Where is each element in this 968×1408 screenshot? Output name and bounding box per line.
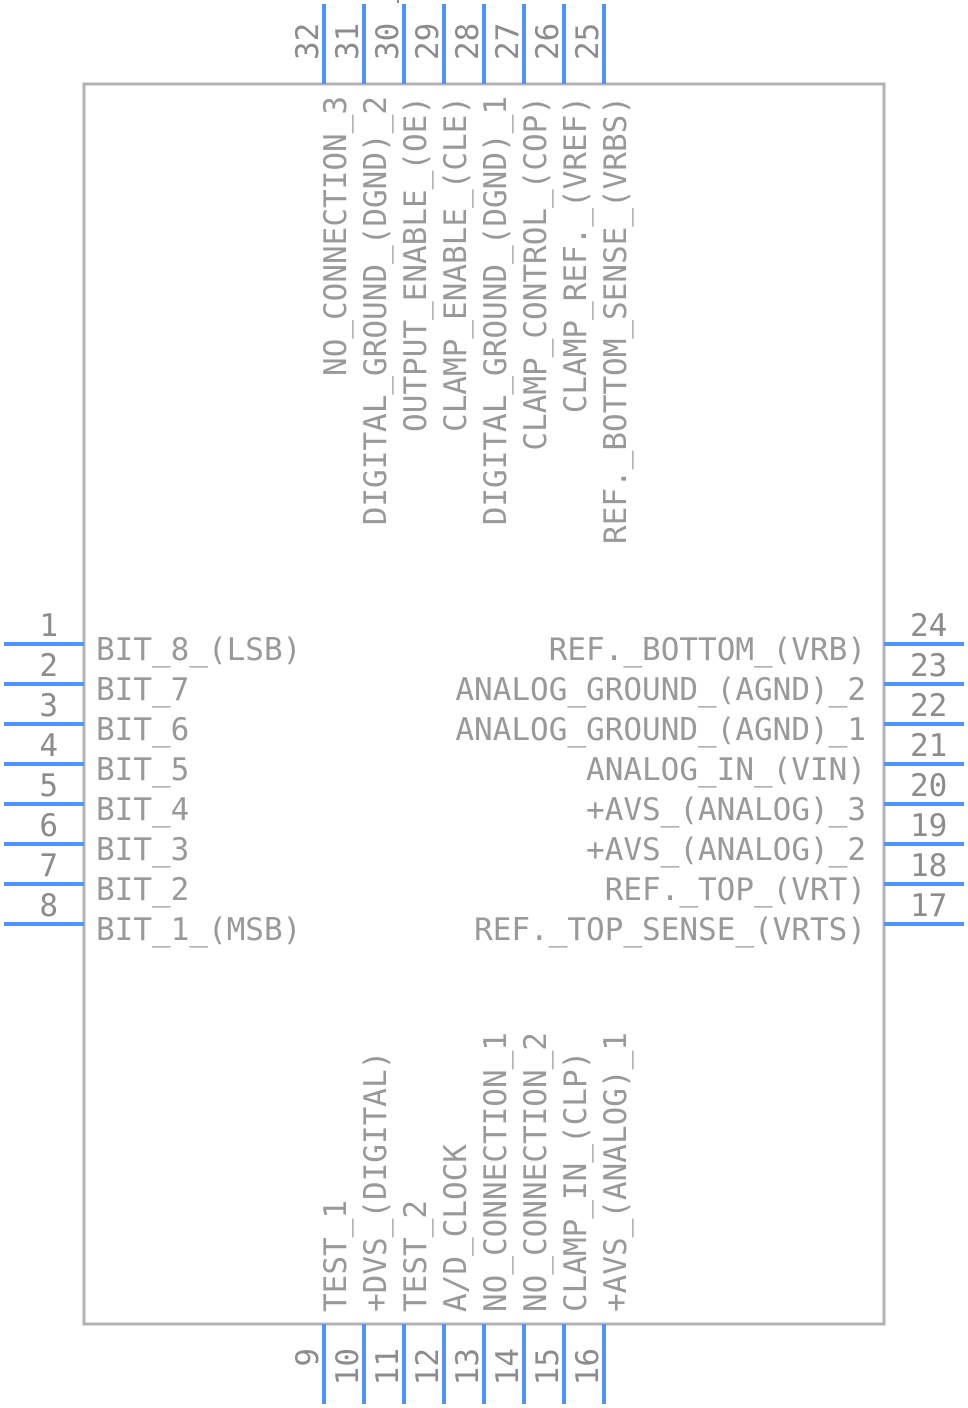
pin-name-label: +DVS_(DIGITAL) bbox=[358, 1051, 394, 1312]
pin-name-label: BIT_7 bbox=[96, 672, 189, 708]
pin-number: 22 bbox=[910, 688, 947, 724]
pin-name-label: +AVS_(ANALOG)_3 bbox=[586, 792, 866, 828]
pin-name-label: REF._BOTTOM_(VRB) bbox=[549, 632, 866, 668]
pin-name-label: CLAMP_ENABLE_(CLE) bbox=[438, 96, 474, 432]
pin-number: 10 bbox=[330, 1348, 366, 1385]
pin-number: 24 bbox=[910, 608, 947, 644]
pin-name-label: BIT_2 bbox=[96, 872, 189, 908]
pin-number: 20 bbox=[910, 768, 947, 804]
pin-number: 17 bbox=[910, 888, 947, 924]
pin-number: 21 bbox=[910, 728, 947, 764]
pin-name-label: REF._TOP_SENSE_(VRTS) bbox=[474, 912, 866, 948]
pin-number: 11 bbox=[370, 1348, 406, 1385]
bottom-pin-group: 9 TEST_1 10 +DVS_(DIGITAL) 11 TEST_2 12 A/D_CLO… bbox=[290, 1032, 634, 1404]
pin-number: 5 bbox=[39, 768, 58, 804]
pin-name-label: OUTPUT_ENABLE_(OE) bbox=[398, 96, 434, 432]
pin-number: 30 bbox=[370, 23, 406, 60]
pin-number: 6 bbox=[39, 808, 58, 844]
pin-name-label: BIT_3 bbox=[96, 832, 189, 868]
pin-name-label: BIT_8_(LSB) bbox=[96, 632, 301, 668]
pin-name-label: NO_CONNECTION_1 bbox=[478, 1032, 514, 1312]
pin-name-label: NO_CONNECTION_3 bbox=[318, 96, 354, 376]
pin-name-label: DIGITAL_GROUND_(DGND)_2 bbox=[358, 96, 394, 525]
pin-name-label: ANALOG_IN_(VIN) bbox=[586, 752, 866, 788]
pin-number: 26 bbox=[530, 23, 566, 60]
pin-number: 7 bbox=[39, 848, 58, 884]
pin-name-label: TEST_2 bbox=[398, 1200, 434, 1312]
pin-name-label: REF._TOP_(VRT) bbox=[605, 872, 866, 908]
pin-number: 12 bbox=[410, 1348, 446, 1385]
pin-number: 27 bbox=[490, 23, 526, 60]
pin-number: 3 bbox=[39, 688, 58, 724]
pin-name-label: BIT_4 bbox=[96, 792, 189, 828]
pin-number: 18 bbox=[910, 848, 947, 884]
pin-name-label: CLAMP_IN_(CLP) bbox=[558, 1051, 594, 1312]
pin-name-label: BIT_5 bbox=[96, 752, 189, 788]
pin-number: 28 bbox=[450, 23, 486, 60]
pin-name-label: A/D_CLOCK bbox=[438, 1144, 474, 1312]
pin-name-label: CLAMP_CONTROL_(COP) bbox=[518, 96, 554, 451]
pin-name-label: NO_CONNECTION_2 bbox=[518, 1032, 554, 1312]
pin-number: 32 bbox=[290, 23, 326, 60]
pin-number: 2 bbox=[39, 648, 58, 684]
pin-number: 9 bbox=[290, 1348, 326, 1367]
pin-name-label: ANALOG_GROUND_(AGND)_2 bbox=[455, 672, 866, 708]
pin-number: 23 bbox=[910, 648, 947, 684]
pin-name-label: CLAMP_REF._(VREF) bbox=[558, 96, 594, 413]
ic-body-outline bbox=[82, 82, 886, 1326]
pin-name-label: REF._BOTTOM_SENSE_(VRBS) bbox=[598, 96, 634, 544]
pin-name-label: BIT_6 bbox=[96, 712, 189, 748]
pin-number: 31 bbox=[330, 23, 366, 60]
pin-name-label: ANALOG_GROUND_(AGND)_1 bbox=[455, 712, 866, 748]
pin-number: 19 bbox=[910, 808, 947, 844]
pin-name-label: DIGITAL_GROUND_(DGND)_1 bbox=[478, 96, 514, 525]
pin-number: 15 bbox=[530, 1348, 566, 1385]
pin-number: 13 bbox=[450, 1348, 486, 1385]
pin-name-label: BIT_1_(MSB) bbox=[96, 912, 301, 948]
pin-number: 4 bbox=[39, 728, 58, 764]
pin-number: 14 bbox=[490, 1348, 526, 1385]
pin-number: 8 bbox=[39, 888, 58, 924]
pin-name-label: TEST_1 bbox=[318, 1200, 354, 1312]
pin-name-label: +AVS_(ANALOG)_2 bbox=[586, 832, 866, 868]
pin-number: 25 bbox=[570, 23, 606, 60]
pin-number: 1 bbox=[39, 608, 58, 644]
pin-name-label: +AVS_(ANALOG)_1 bbox=[598, 1032, 634, 1312]
pin-number: 29 bbox=[410, 23, 446, 60]
pin-number: 16 bbox=[570, 1348, 606, 1385]
